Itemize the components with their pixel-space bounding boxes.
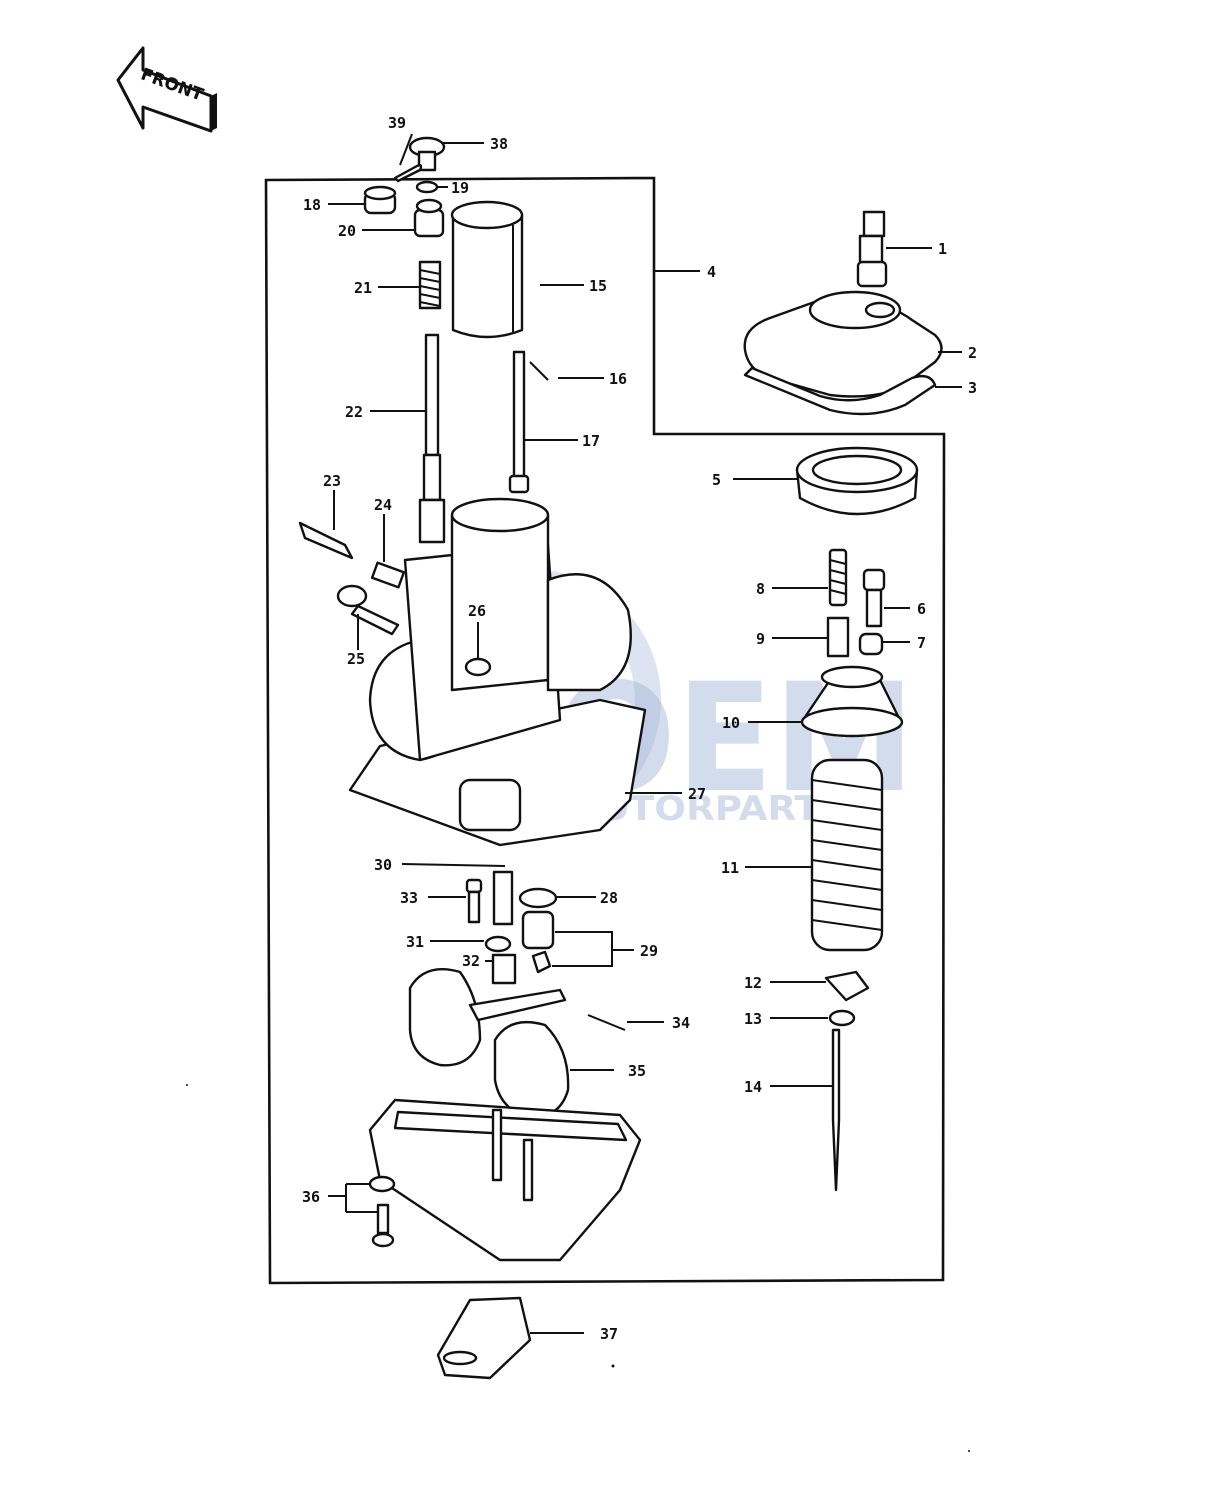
part-5-ring-nut [795, 446, 919, 516]
float-bowl [368, 1098, 642, 1262]
part-20-fitting [413, 198, 445, 238]
part-19-ring [415, 180, 439, 194]
part-10-diaphragm [800, 665, 904, 738]
callout-labels: 1 2 3 4 5 6 7 8 9 10 11 12 13 14 15 16 1… [302, 114, 977, 1343]
callout-23: 23 [323, 472, 341, 490]
carburetor-body [348, 497, 647, 847]
callout-34: 34 [672, 1014, 690, 1032]
callout-14: 14 [744, 1078, 762, 1096]
callout-18: 18 [303, 196, 321, 214]
front-arrow-icon: FRONT [116, 46, 217, 133]
part-17-bolt [508, 350, 530, 494]
part-15-cylinder-cap [450, 200, 524, 339]
speck [186, 1084, 188, 1086]
callout-13: 13 [744, 1010, 762, 1028]
part-22-rod [418, 333, 446, 544]
callout-33: 33 [400, 889, 418, 907]
callout-22: 22 [345, 403, 363, 421]
part-30-jet [492, 870, 514, 926]
callout-35: 35 [628, 1062, 646, 1080]
callout-11: 11 [721, 859, 739, 877]
callout-16: 16 [609, 370, 627, 388]
part-38-cap [408, 136, 446, 172]
part-13-clip [828, 1009, 856, 1027]
callout-29: 29 [640, 942, 658, 960]
callout-3: 3 [968, 379, 977, 397]
part-32-valve [491, 953, 517, 985]
part-9-spring [826, 616, 850, 658]
speck [611, 1364, 615, 1368]
callout-38: 38 [490, 135, 508, 153]
callout-8: 8 [756, 580, 765, 598]
part-16-clip [529, 361, 549, 381]
part-25-bolt [336, 584, 400, 636]
callout-32: 32 [462, 952, 480, 970]
callout-28: 28 [600, 889, 618, 907]
part-14-needle [831, 1028, 841, 1192]
callout-31: 31 [406, 933, 424, 951]
callout-2: 2 [968, 344, 977, 362]
callout-17: 17 [582, 432, 600, 450]
callout-7: 7 [917, 634, 926, 652]
part-12-plate [824, 970, 870, 1002]
callout-1: 1 [938, 240, 947, 258]
callout-10: 10 [722, 714, 740, 732]
part-7-nut [858, 632, 884, 656]
callout-9: 9 [756, 630, 765, 648]
part-33-screw [465, 878, 483, 924]
leader-lines [328, 133, 962, 1334]
callout-27: 27 [688, 785, 706, 803]
speck [968, 1450, 970, 1452]
assembly-frame [264, 176, 946, 1285]
callout-26: 26 [468, 602, 486, 620]
part-6-screw [862, 568, 886, 628]
part-31-washer [484, 935, 512, 953]
callout-30: 30 [374, 856, 392, 874]
part-28-washer [518, 887, 558, 909]
part-39-pin [393, 163, 423, 183]
callout-20: 20 [338, 222, 356, 240]
callout-24: 24 [374, 496, 392, 514]
callout-21: 21 [354, 279, 372, 297]
callout-12: 12 [744, 974, 762, 992]
part-2-cover [743, 290, 943, 398]
callout-19: 19 [451, 179, 469, 197]
callout-36: 36 [302, 1188, 320, 1206]
part-37-block [436, 1296, 532, 1380]
callout-37: 37 [600, 1325, 618, 1343]
callout-39: 39 [388, 114, 406, 132]
part-24-spring [370, 561, 406, 589]
callout-5: 5 [712, 471, 721, 489]
part-34-pin [587, 1014, 626, 1031]
part-29-plug [521, 910, 555, 974]
callout-6: 6 [917, 600, 926, 618]
part-23-screw [298, 521, 354, 560]
part-8-screw [828, 548, 848, 607]
part-11-spring [810, 758, 884, 952]
part-1-knob [856, 210, 888, 288]
part-35-float [408, 968, 570, 1120]
part-21-spring [418, 260, 442, 310]
part-18-cap [363, 185, 397, 215]
callout-4: 4 [707, 263, 716, 281]
part-3-gasket [743, 366, 937, 416]
callout-15: 15 [589, 277, 607, 295]
callout-25: 25 [347, 650, 365, 668]
